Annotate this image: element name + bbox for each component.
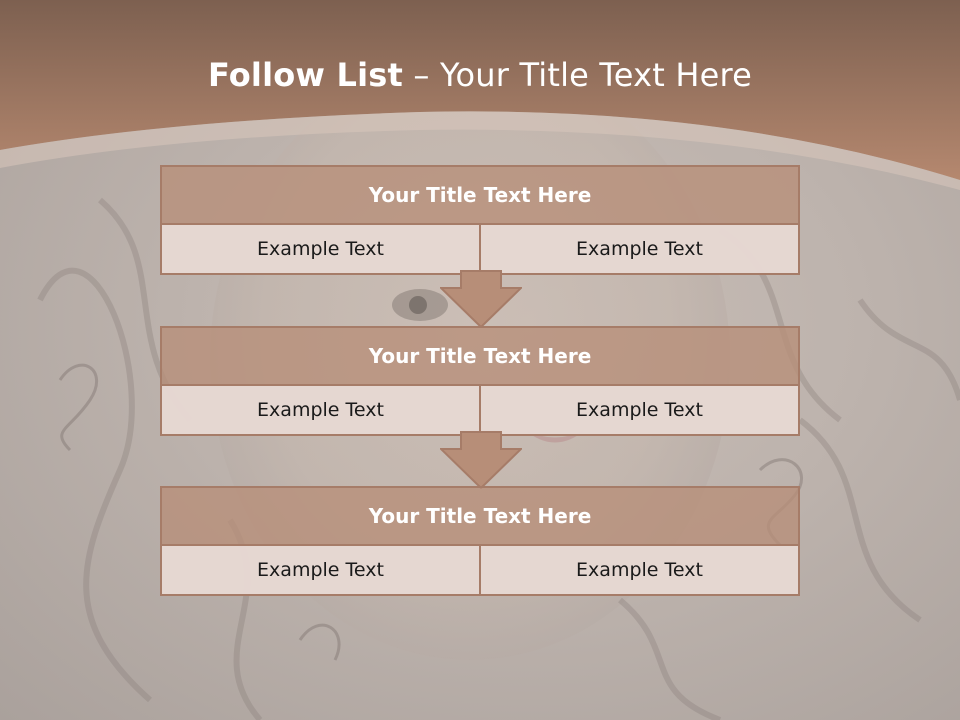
down-arrow-icon [440,270,522,328]
block-row: Example Text Example Text [162,223,798,273]
list-block-3: Your Title Text Here Example Text Exampl… [160,486,800,596]
block-cell-left: Example Text [162,546,479,594]
down-arrow-icon [440,431,522,489]
list-block-2: Your Title Text Here Example Text Exampl… [160,326,800,436]
block-cell-right: Example Text [479,386,798,434]
title-rest: Your Title Text Here [440,56,753,94]
block-cell-left: Example Text [162,225,479,273]
block-title: Your Title Text Here [368,504,592,528]
block-cell-right: Example Text [479,546,798,594]
block-cell-left: Example Text [162,386,479,434]
title-bold: Follow List [207,56,404,94]
slide-title: Follow List – Your Title Text Here [0,56,960,94]
block-title: Your Title Text Here [368,344,592,368]
header-band [0,0,960,190]
block-row: Example Text Example Text [162,384,798,434]
block-cell-right: Example Text [479,225,798,273]
list-block-1: Your Title Text Here Example Text Exampl… [160,165,800,275]
title-separator: – [413,56,440,94]
block-row: Example Text Example Text [162,544,798,594]
block-title: Your Title Text Here [368,183,592,207]
